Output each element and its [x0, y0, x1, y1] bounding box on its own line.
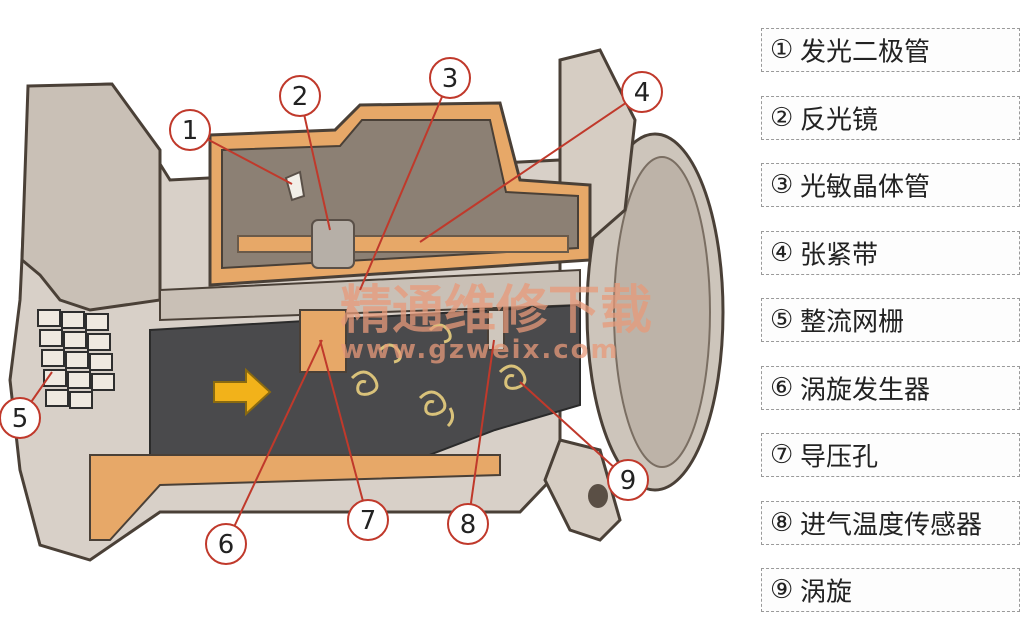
- legend-item-5: ⑤ 整流网栅: [761, 298, 1020, 342]
- legend-number: ⑧: [770, 507, 794, 538]
- callout-circles: [0, 57, 663, 565]
- legend-label: 光敏晶体管: [800, 172, 931, 203]
- legend-label: 进气温度传感器: [800, 510, 983, 540]
- legend-label: 导压孔: [800, 442, 879, 473]
- callout-7: 7: [360, 506, 377, 536]
- watermark-url: www.gzweix.com: [340, 335, 620, 365]
- lug-hole: [588, 484, 608, 508]
- callout-2: 2: [292, 82, 309, 112]
- legend-item-4: ④ 张紧带: [761, 230, 1020, 275]
- callout-8: 8: [460, 510, 477, 540]
- callout-1: 1: [182, 116, 199, 146]
- legend-item-3: ③ 光敏晶体管: [761, 163, 1020, 207]
- legend-label: 发光二极管: [800, 37, 931, 68]
- callout-5: 5: [12, 404, 29, 434]
- callout-4: 4: [634, 78, 651, 108]
- legend-item-2: ② 反光镜: [761, 95, 1020, 140]
- legend-number: ③: [770, 170, 794, 200]
- intake-air-temp-sensor: [487, 309, 505, 351]
- legend-label: 张紧带: [800, 240, 879, 270]
- legend-number: ②: [770, 102, 794, 133]
- reflector-mirror: [311, 219, 355, 269]
- callout-9: 9: [620, 466, 637, 496]
- legend-label: 涡旋发生器: [800, 375, 931, 405]
- channel-floor: [89, 454, 501, 541]
- watermark-title: 精通维修下载: [340, 281, 652, 341]
- legend-number: ①: [770, 35, 794, 65]
- callout-6: 6: [218, 530, 235, 560]
- legend-number: ④: [770, 237, 794, 268]
- inlet-flange: [20, 82, 162, 312]
- legend-label: 涡旋: [800, 577, 853, 608]
- outlet-ring-inner: [613, 156, 711, 468]
- legend-number: ⑥: [770, 372, 794, 403]
- vortex-generator: [299, 309, 347, 373]
- vortex-swirls: [350, 323, 527, 428]
- legend-item-8: ⑧ 进气温度传感器: [761, 500, 1020, 545]
- legend-number: ⑨: [770, 575, 794, 605]
- legend-label: 整流网栅: [800, 307, 905, 338]
- legend-item-7: ⑦ 导压孔: [761, 433, 1020, 477]
- flow-straightener-grid: [37, 309, 115, 409]
- mass-air-flow-sensor-cutaway: 精通维修下载 www.gzweix.com 1 2 3 4 5 6 7 8 9: [0, 48, 725, 565]
- callout-3: 3: [442, 64, 459, 94]
- legend-item-1: ① 发光二极管: [761, 28, 1020, 72]
- tension-band: [237, 235, 569, 253]
- airflow-arrow: [213, 367, 272, 417]
- parts-legend: ① 发光二极管 ② 反光镜 ③ 光敏晶体管 ④ 张紧带 ⑤ 整流网栅 ⑥ 涡旋发…: [761, 28, 1020, 636]
- legend-number: ⑦: [770, 440, 794, 470]
- mounting-lug: [543, 438, 622, 542]
- legend-item-9: ⑨ 涡旋: [761, 568, 1020, 612]
- legend-number: ⑤: [770, 305, 794, 335]
- legend-label: 反光镜: [800, 105, 879, 135]
- legend-item-6: ⑥ 涡旋发生器: [761, 365, 1020, 410]
- led-emitter: [284, 170, 306, 202]
